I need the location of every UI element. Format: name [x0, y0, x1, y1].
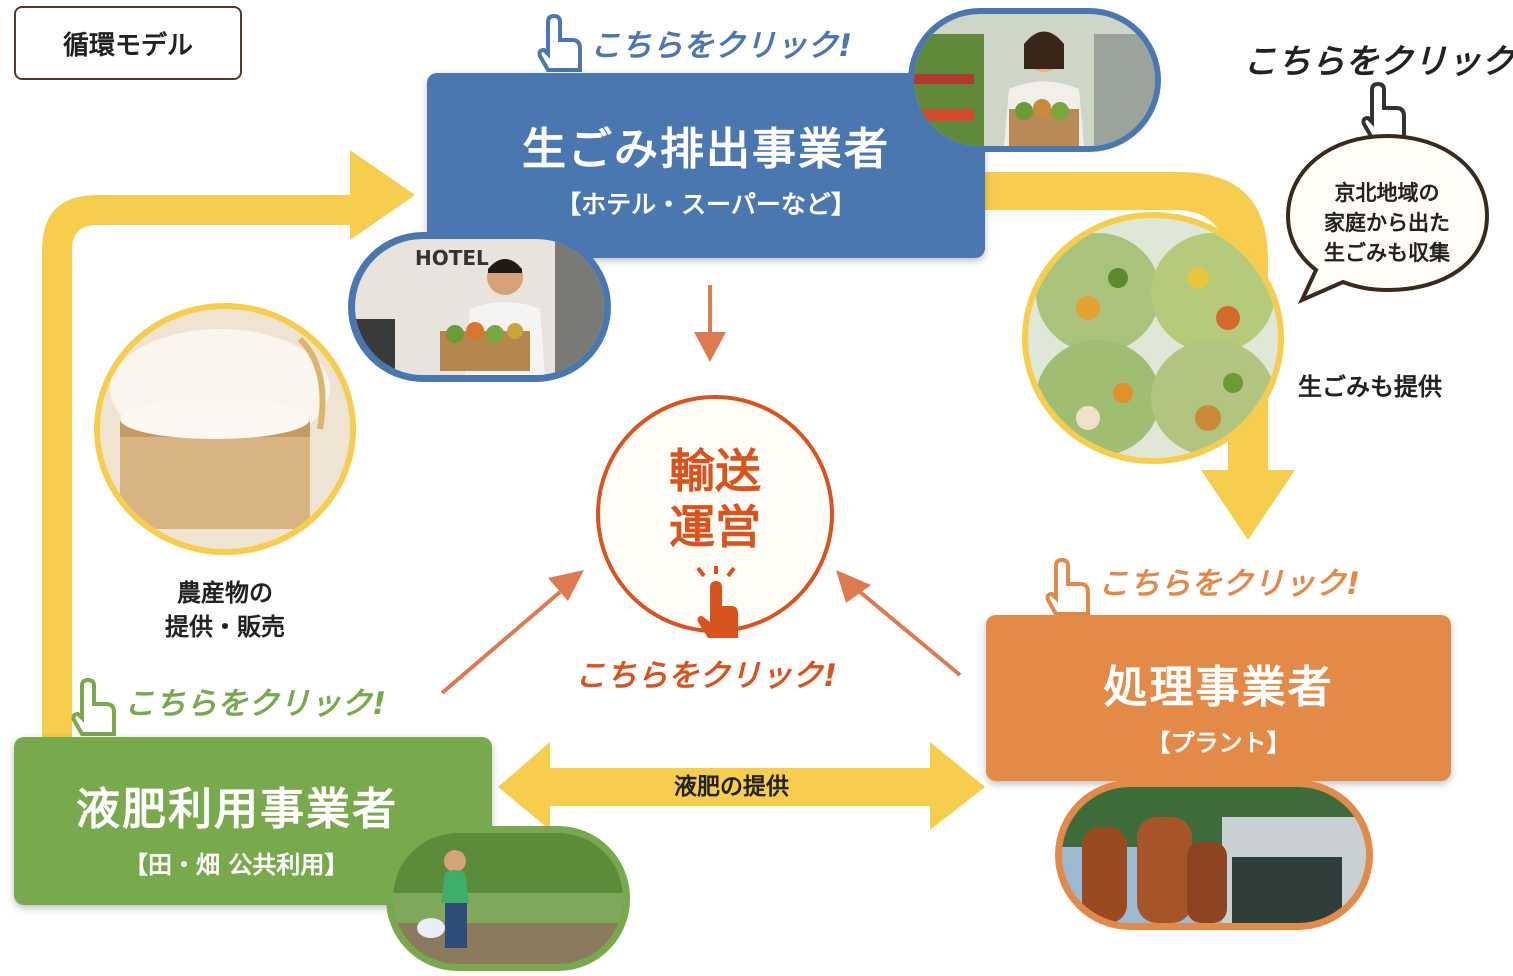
speech-bubble	[1285, 133, 1490, 304]
emitter-click-text: こちらをクリック!	[590, 28, 853, 64]
farm-worker-photo	[386, 826, 630, 971]
fertilizer-caption: 液肥の提供	[674, 774, 789, 800]
emitter-subtitle: 【ホテル・スーパーなど】	[556, 190, 856, 219]
transport-click-text: こちらをクリック!	[575, 658, 838, 694]
supermarket-staff-photo	[908, 8, 1161, 152]
processor-click-text: こちらをクリック!	[1098, 566, 1361, 602]
user-click-text: こちらをクリック!	[124, 686, 387, 722]
household-bubble-text: 京北地域の 家庭から出た 生ごみも収集	[1292, 178, 1482, 268]
processor-subtitle: 【プラント】	[1146, 729, 1291, 757]
emitter-title: 生ごみ排出事業者	[522, 124, 890, 175]
model-title-tag: 循環モデル	[14, 6, 242, 80]
transport-title-line-2: 運営	[669, 500, 761, 554]
emitter-box[interactable]: 生ごみ排出事業者 【ホテル・スーパーなど】	[427, 73, 985, 258]
processor-box[interactable]: 処理事業者 【プラント】	[986, 615, 1451, 781]
rice-photo	[94, 303, 356, 555]
model-title: 循環モデル	[62, 30, 193, 61]
household-click-text[interactable]: こちらをクリック!	[1243, 42, 1513, 82]
fertilizer-flow-arrow	[498, 742, 985, 830]
food-waste-bags-photo	[1022, 212, 1284, 464]
produce-caption-line-1: 農産物の	[177, 579, 273, 607]
hotel-staff-photo: HOTEL	[348, 232, 611, 382]
processor-title: 処理事業者	[1103, 662, 1334, 713]
pointer-hand-icon	[696, 566, 738, 638]
produce-caption-line-2: 提供・販売	[165, 613, 285, 641]
transport-title-line-1: 輸送	[669, 444, 761, 498]
plant-tanks-photo	[1055, 780, 1373, 930]
produce-caption: 農産物の 提供・販売	[140, 576, 310, 644]
bubble-line-2: 家庭から出た	[1324, 211, 1450, 235]
produce-flow-arrow	[42, 150, 415, 745]
hotel-sign-text: HOTEL	[415, 246, 489, 270]
bubble-line-1: 京北地域の	[1334, 181, 1440, 205]
user-title: 液肥利用事業者	[76, 784, 398, 835]
user-subtitle: 【田・畑 公共利用】	[124, 851, 349, 879]
food-waste-caption: 生ごみも提供	[1298, 373, 1442, 401]
bubble-line-3: 生ごみも収集	[1324, 241, 1450, 265]
